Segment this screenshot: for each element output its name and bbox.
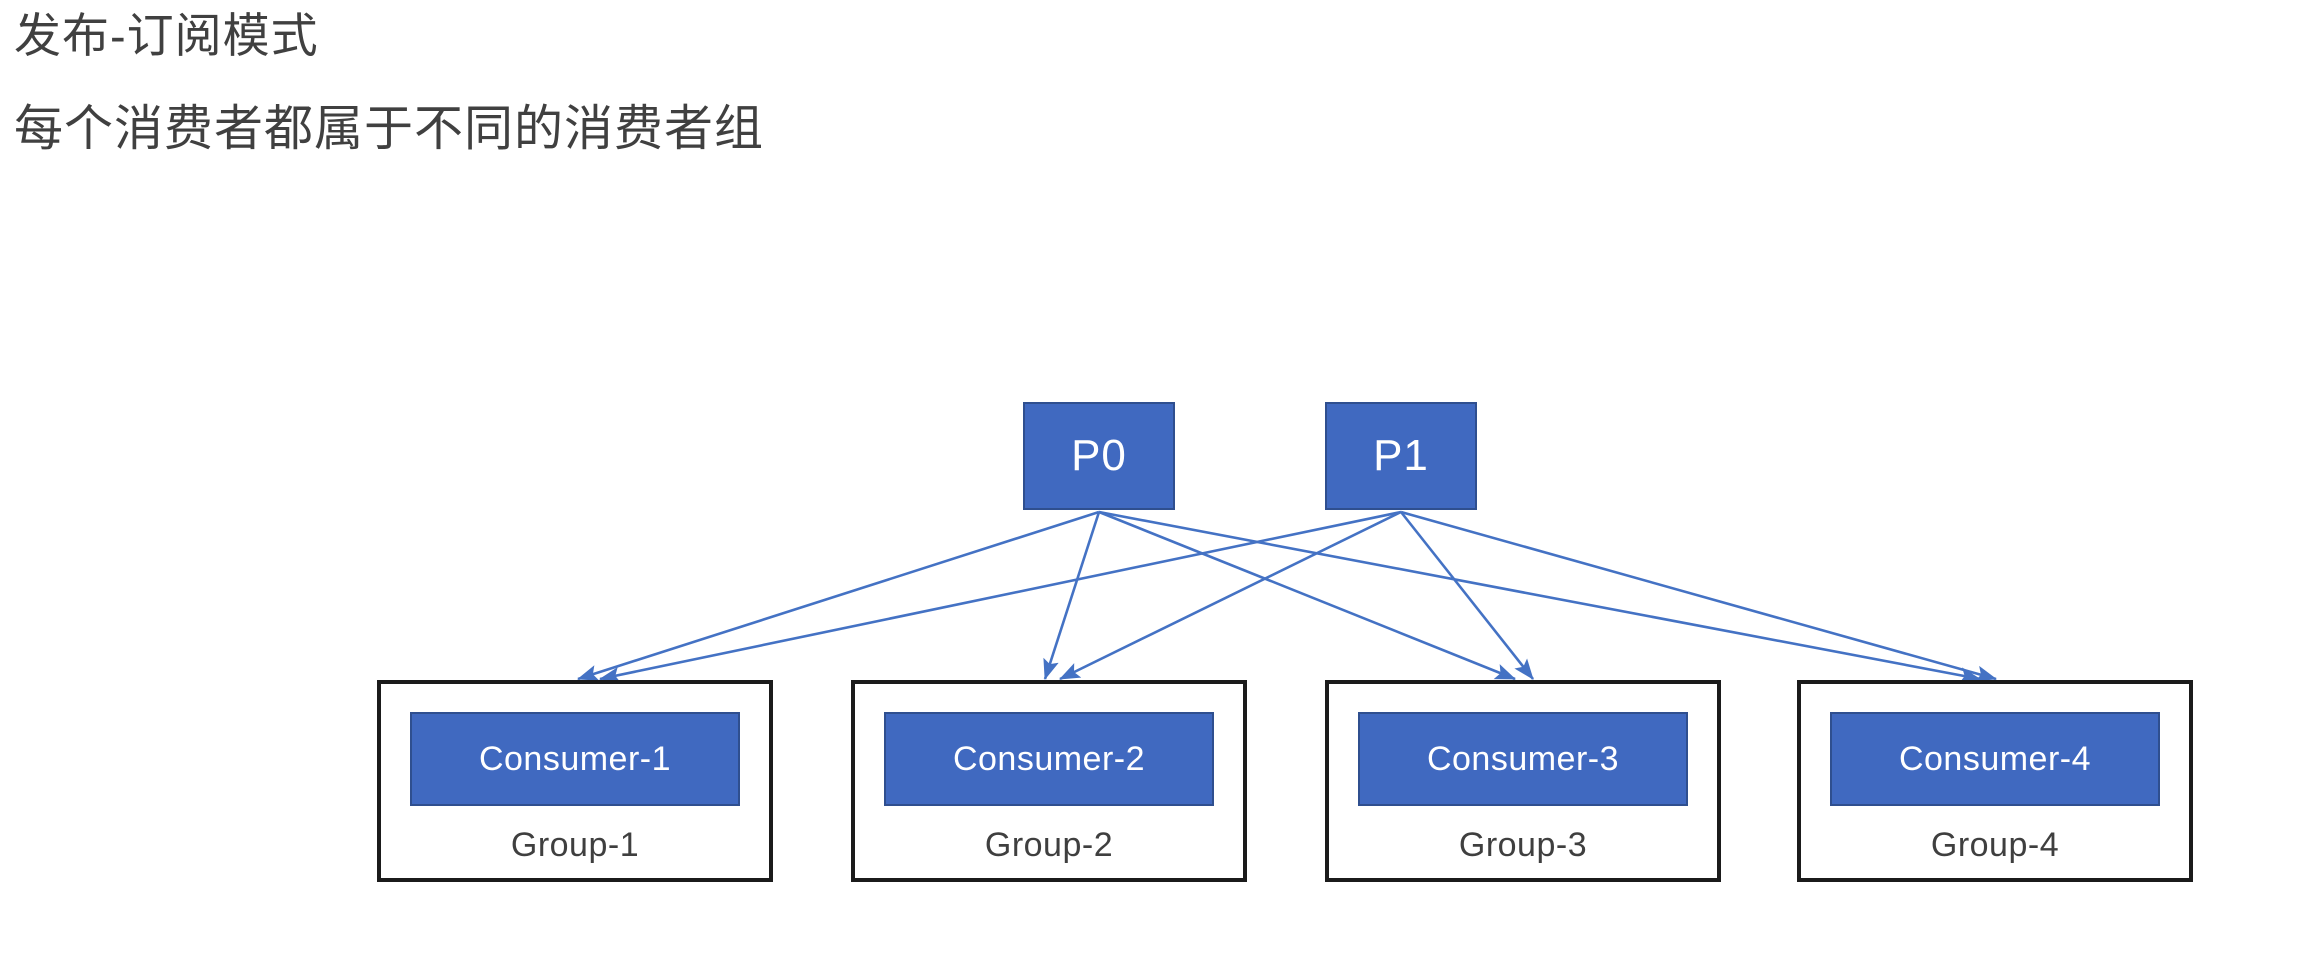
slide-heading-block: 发布-订阅模式 每个消费者都属于不同的消费者组: [14, 0, 2014, 159]
consumer-node-3[interactable]: Consumer-3: [1358, 712, 1688, 806]
consumer-label-1: Consumer-1: [478, 740, 672, 778]
arrow-p0-to-group-2: [1043, 511, 1101, 680]
group-label-4: Group-4: [1930, 826, 2060, 864]
arrow-p1-to-group-4: [1400, 510, 1998, 682]
page-title: 发布-订阅模式: [14, 9, 319, 62]
consumer-node-2[interactable]: Consumer-2: [884, 712, 1214, 806]
consumer-group-1[interactable]: Consumer-1 Group-1: [377, 680, 773, 882]
producer-node-p1[interactable]: P1: [1325, 402, 1477, 510]
consumer-group-3[interactable]: Consumer-3 Group-3: [1325, 680, 1721, 882]
consumer-label-3: Consumer-3: [1426, 740, 1620, 778]
group-label-1: Group-1: [510, 826, 640, 864]
consumer-label-4: Consumer-4: [1898, 740, 2092, 778]
consumer-group-4[interactable]: Consumer-4 Group-4: [1797, 680, 2193, 882]
consumer-label-2: Consumer-2: [952, 740, 1146, 778]
arrow-p1-to-group-2: [1059, 510, 1402, 681]
arrow-p1-to-group-3: [1399, 511, 1535, 680]
arrow-p0-to-group-3: [1098, 510, 1516, 681]
consumer-node-4[interactable]: Consumer-4: [1830, 712, 2160, 806]
consumer-node-1[interactable]: Consumer-1: [410, 712, 740, 806]
page-subtitle: 每个消费者都属于不同的消费者组: [14, 102, 765, 157]
producer-node-p0[interactable]: P0: [1023, 402, 1175, 510]
arrow-p0-to-group-1: [577, 510, 1100, 681]
producer-label-p0: P0: [1071, 431, 1127, 480]
arrow-p1-to-group-1: [598, 510, 1402, 683]
group-label-3: Group-3: [1458, 826, 1588, 864]
group-label-2: Group-2: [984, 826, 1114, 864]
arrow-p0-to-group-4: [1098, 510, 1982, 684]
producer-label-p1: P1: [1373, 431, 1429, 480]
consumer-group-2[interactable]: Consumer-2 Group-2: [851, 680, 1247, 882]
